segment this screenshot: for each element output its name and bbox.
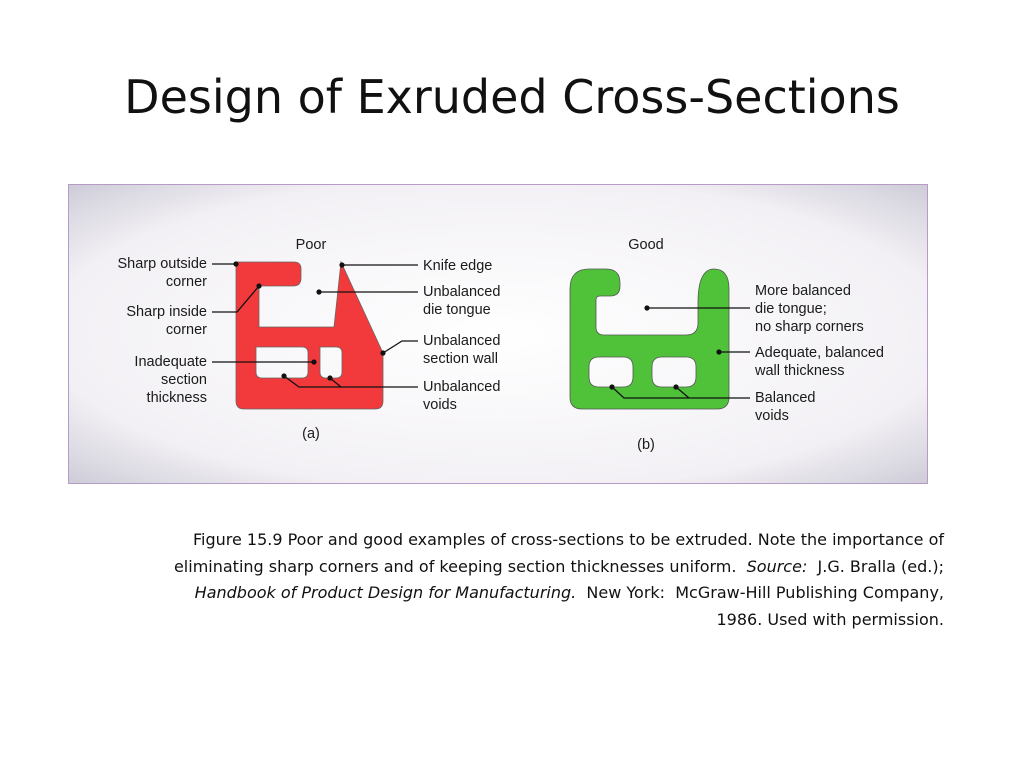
- svg-text:no sharp corners: no sharp corners: [755, 319, 864, 335]
- svg-text:die tongue: die tongue: [423, 302, 491, 318]
- svg-text:Unbalanced: Unbalanced: [423, 284, 500, 300]
- svg-text:Sharp outside: Sharp outside: [118, 256, 207, 272]
- svg-text:Knife edge: Knife edge: [423, 258, 492, 274]
- poor-profile-shape: [235, 260, 384, 410]
- svg-text:Sharp inside: Sharp inside: [126, 304, 207, 320]
- svg-text:Unbalanced: Unbalanced: [423, 379, 500, 395]
- svg-text:thickness: thickness: [147, 390, 207, 406]
- svg-text:die tongue;: die tongue;: [755, 301, 827, 317]
- good-profile-shape: [569, 268, 730, 410]
- svg-text:Adequate, balanced: Adequate, balanced: [755, 345, 884, 361]
- caption-line-3: Handbook of Product Design for Manufactu…: [194, 583, 944, 602]
- poor-heading: Poor: [296, 237, 327, 253]
- good-heading: Good: [628, 237, 663, 253]
- svg-text:voids: voids: [423, 397, 457, 413]
- svg-text:More balanced: More balanced: [755, 283, 851, 299]
- knife-edge-callout: Knife edge: [339, 258, 492, 274]
- adequate-wall-thickness-callout: Adequate, balanced wall thickness: [716, 345, 884, 379]
- inadequate-section-thickness-callout: Inadequate section thickness: [134, 354, 317, 406]
- cross-section-diagram: Poor (a) Sharp outside corner Sharp insi…: [69, 185, 927, 483]
- svg-text:section wall: section wall: [423, 351, 498, 367]
- balanced-die-tongue-callout: More balanced die tongue; no sharp corne…: [644, 283, 864, 335]
- figure-background: [69, 185, 927, 483]
- sharp-outside-corner-callout: Sharp outside corner: [118, 256, 239, 290]
- unbalanced-die-tongue-callout: Unbalanced die tongue: [316, 284, 500, 318]
- poor-sublabel: (a): [302, 426, 320, 442]
- good-section: Good (b) More balanced die tongue; no sh…: [569, 237, 884, 453]
- svg-text:corner: corner: [166, 322, 207, 338]
- caption-line-2: eliminating sharp corners and of keeping…: [173, 556, 944, 576]
- slide-title: Design of Exruded Cross-Sections: [124, 70, 900, 124]
- poor-section: Poor (a) Sharp outside corner Sharp insi…: [118, 237, 501, 442]
- svg-text:corner: corner: [166, 274, 207, 290]
- balanced-voids-callout: Balanced voids: [609, 384, 815, 424]
- figure-caption: Figure 15.9 Poor and good examples of cr…: [66, 527, 944, 633]
- svg-text:Balanced: Balanced: [755, 390, 815, 406]
- unbalanced-section-wall-callout: Unbalanced section wall: [380, 333, 500, 367]
- figure-frame: Poor (a) Sharp outside corner Sharp insi…: [68, 184, 928, 484]
- svg-text:Inadequate: Inadequate: [134, 354, 207, 370]
- svg-text:Unbalanced: Unbalanced: [423, 333, 500, 349]
- caption-line-1: Figure 15.9 Poor and good examples of cr…: [192, 530, 944, 549]
- svg-text:voids: voids: [755, 408, 789, 424]
- unbalanced-voids-callout: Unbalanced voids: [281, 373, 500, 413]
- svg-text:wall thickness: wall thickness: [754, 363, 844, 379]
- good-sublabel: (b): [637, 437, 655, 453]
- caption-line-4: 1986. Used with permission.: [716, 609, 944, 629]
- sharp-inside-corner-callout: Sharp inside corner: [126, 283, 262, 338]
- svg-text:section: section: [161, 372, 207, 388]
